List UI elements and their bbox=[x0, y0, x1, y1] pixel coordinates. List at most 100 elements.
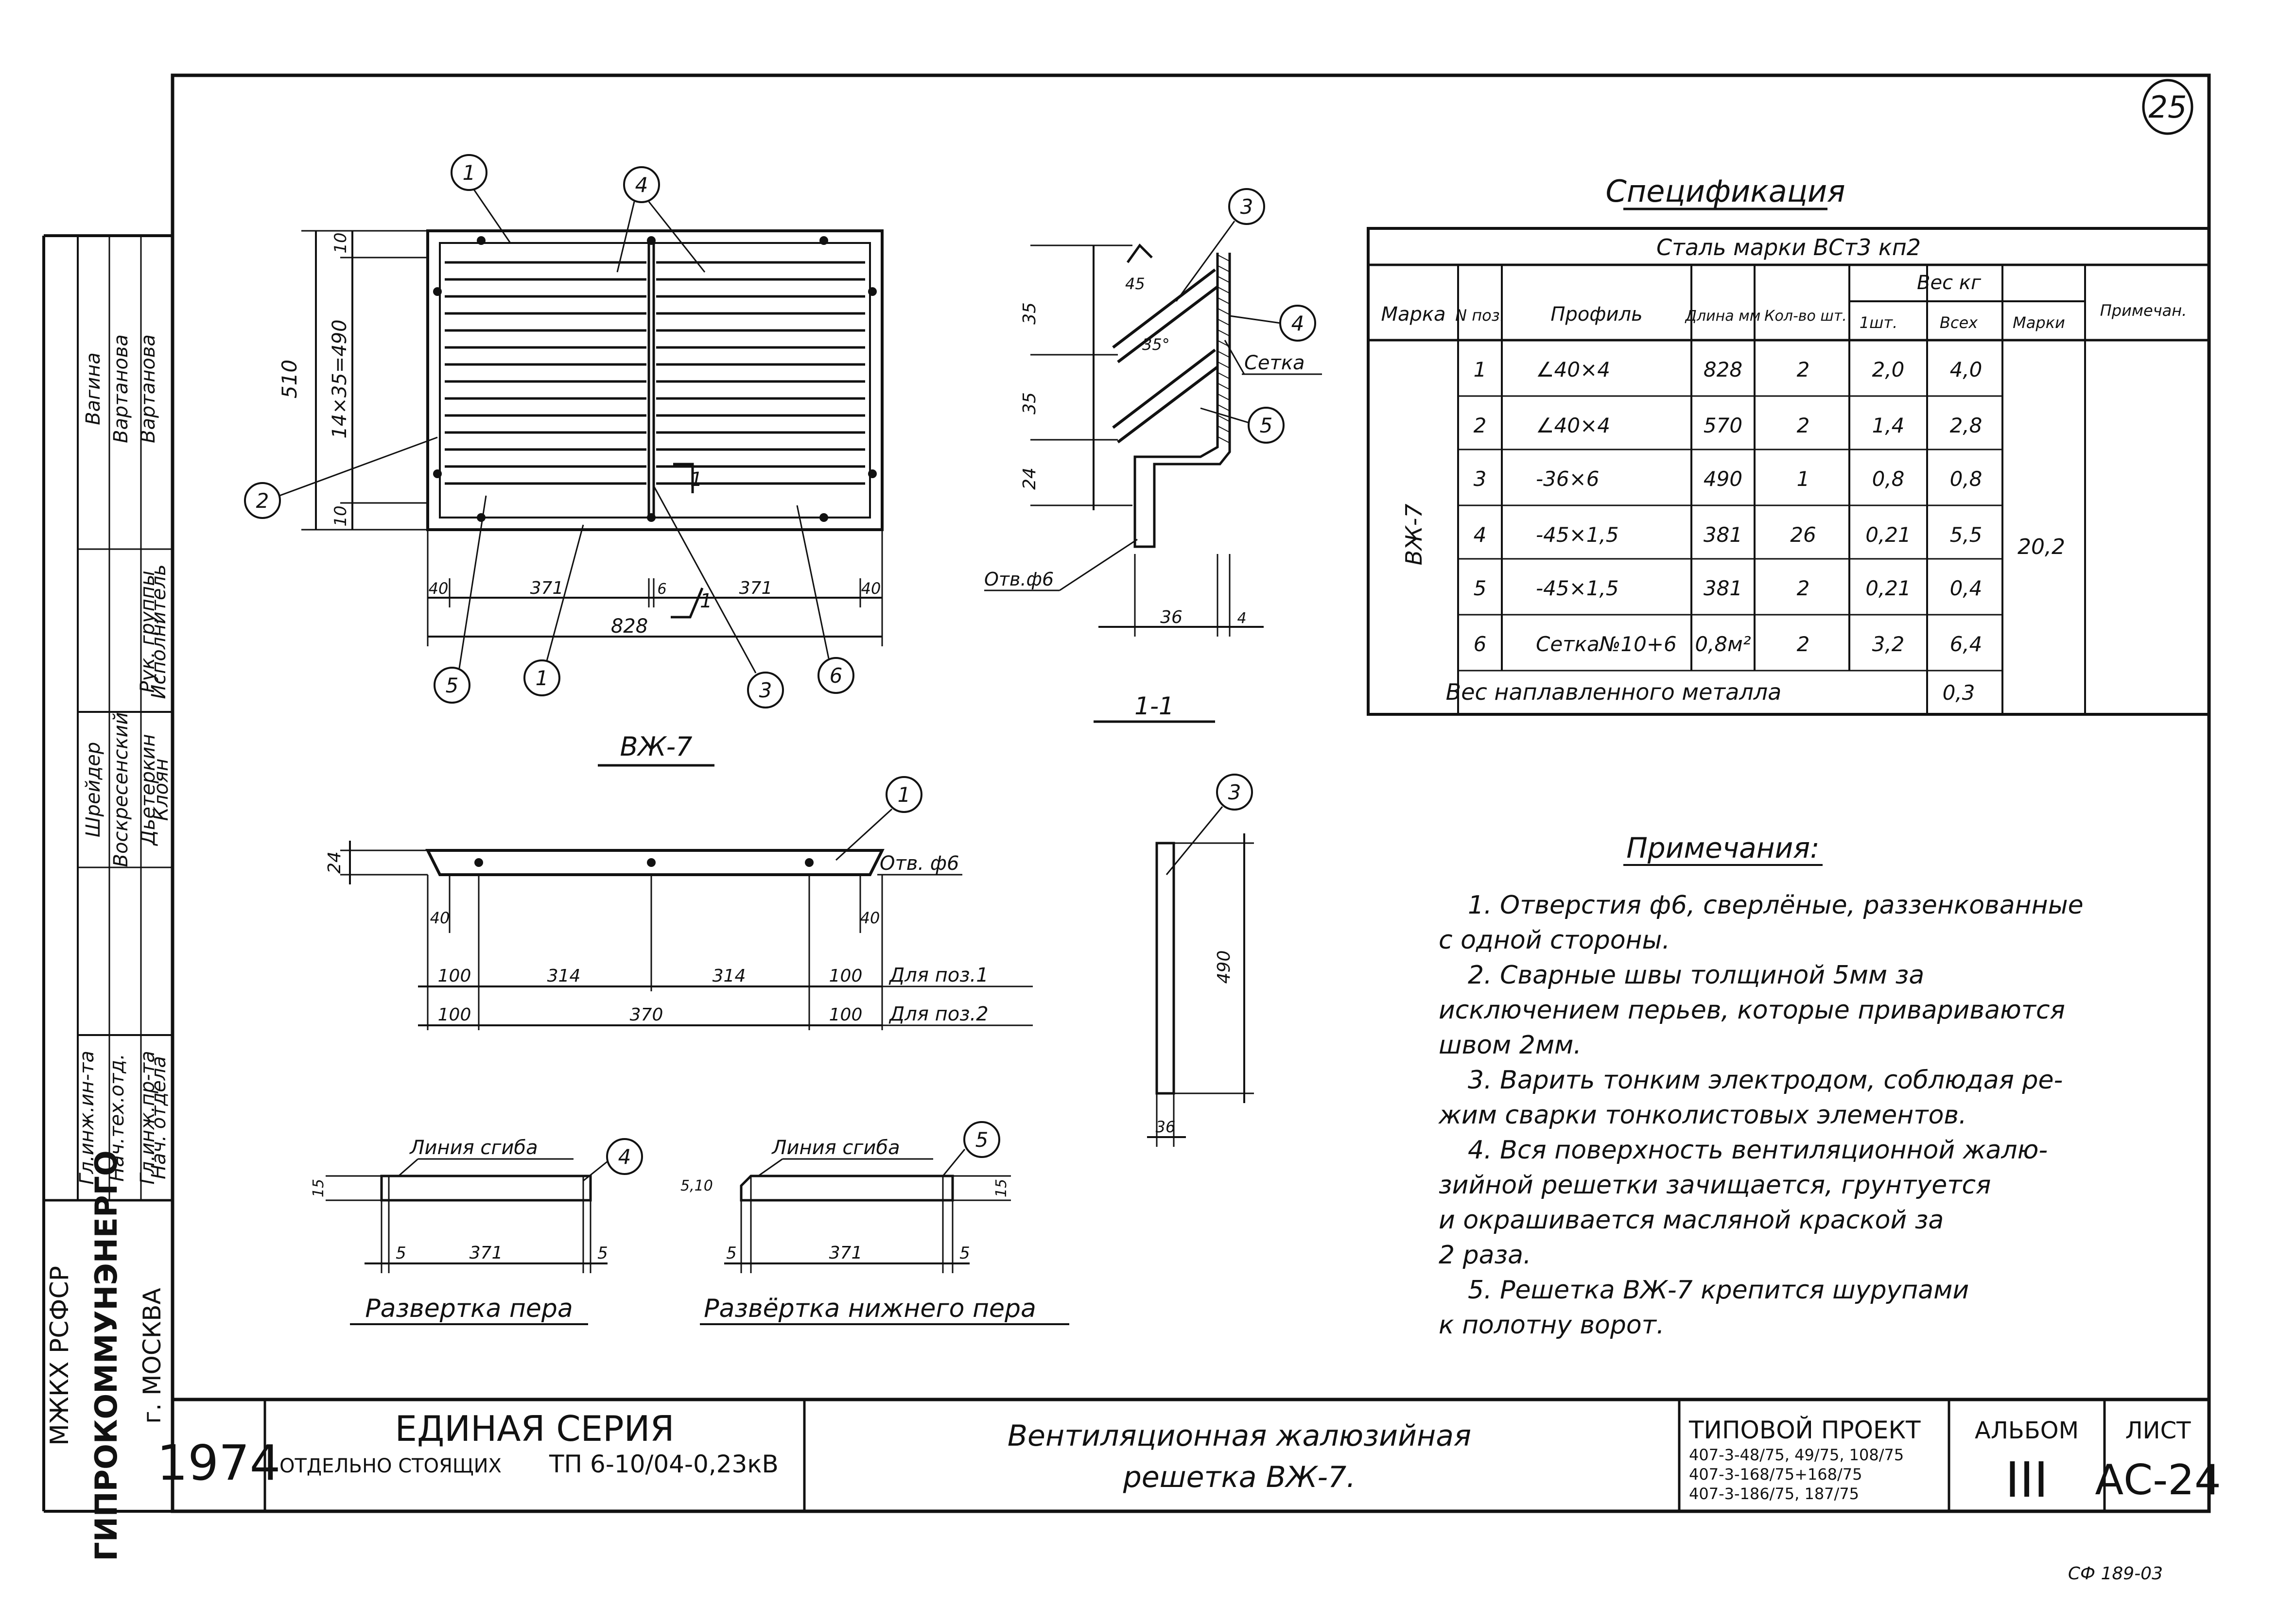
note-line: к полотну ворот. bbox=[1439, 1311, 1665, 1340]
angle-row2-c: 100 bbox=[829, 1005, 863, 1025]
spec-header-marks: Марки bbox=[2013, 313, 2065, 332]
strip-dim-width: 36 bbox=[1156, 1118, 1176, 1136]
mesh-line bbox=[1218, 265, 1230, 272]
notes-lines: 1. Отверстия ф6, сверлёные, раззенкованн… bbox=[1438, 891, 2084, 1340]
spec-cell: 3,2 bbox=[1872, 632, 1905, 656]
unfold2-callout-5: 5 bbox=[942, 1121, 1000, 1176]
stamp-org-2: ГИПРОКОММУНЭНЕРГО bbox=[88, 1150, 124, 1561]
angle-row1-a: 100 bbox=[438, 966, 471, 986]
spec-header-one: 1шт. bbox=[1860, 313, 1897, 332]
strip-callout-3: 3 bbox=[1165, 774, 1253, 875]
angle-hole-label: Отв. ф6 bbox=[880, 852, 959, 875]
angle-row2-label: Для поз.2 bbox=[888, 1003, 989, 1025]
mesh-line bbox=[1218, 372, 1230, 379]
angle-callout-1: 1 bbox=[835, 776, 922, 861]
unfold-1: Линия сгиба 4 15 5 371 5 Развертка пера bbox=[310, 1137, 643, 1325]
angle-inset-right: 40 bbox=[860, 909, 880, 927]
stamp-name: Шрейдер bbox=[82, 742, 104, 837]
callout-1: 1 bbox=[451, 154, 511, 243]
stamp-org-3: г. МОСКВА bbox=[138, 1288, 166, 1423]
svg-text:3: 3 bbox=[759, 678, 772, 702]
spec-steel: Сталь марки ВСт3 кп2 bbox=[1656, 234, 1921, 260]
spec-header-length: Длина мм bbox=[1685, 308, 1761, 325]
section-angle-2: 35° bbox=[1142, 335, 1170, 354]
angle-row1-d: 100 bbox=[829, 966, 863, 986]
mesh-line bbox=[1218, 394, 1230, 400]
spec-cell: 0,8 bbox=[1872, 467, 1905, 491]
title-sheet: ЛИСТ bbox=[2125, 1417, 2192, 1444]
spec-cell: ∠40×4 bbox=[1536, 358, 1610, 381]
main-view: 1 1 510 10 14×35=490 10 40 371 6 371 40 … bbox=[244, 154, 884, 767]
note-line: жим сварки тонколистовых элементов. bbox=[1438, 1101, 1967, 1130]
title-project-1: 407-3-48/75, 49/75, 108/75 bbox=[1689, 1446, 1904, 1464]
unfold2-a: 5 bbox=[726, 1244, 737, 1263]
mesh-line bbox=[1218, 351, 1230, 358]
stamp-name: Вартанова bbox=[110, 334, 132, 443]
unfold2-h2: 15 bbox=[993, 1179, 1010, 1197]
angle-dim-height: 24 bbox=[325, 851, 345, 874]
mesh-line bbox=[1218, 426, 1230, 432]
dim-overall-width: 828 bbox=[611, 615, 648, 638]
spec-header-pos: N поз. bbox=[1455, 306, 1505, 325]
spec-weld-label: Вес наплавленного металла bbox=[1446, 679, 1782, 705]
sheet-number-text: 25 bbox=[2149, 89, 2187, 125]
svg-text:1: 1 bbox=[536, 666, 549, 690]
spec-cell: 2,0 bbox=[1872, 358, 1905, 381]
note-line: 5. Решетка ВЖ-7 крепится шурупами bbox=[1468, 1276, 1969, 1305]
note-line: 2. Сварные швы толщиной 5мм за bbox=[1468, 961, 1924, 990]
note-line: и окрашивается масляной краской за bbox=[1439, 1206, 1944, 1235]
mesh-line bbox=[1218, 319, 1230, 326]
spec-cell: 2 bbox=[1797, 576, 1810, 600]
dim-top: 10 bbox=[331, 232, 350, 253]
unfold-2: Линия сгиба 5 5,10 15 5 371 5 Развёртка … bbox=[680, 1121, 1069, 1325]
document-stamp: СФ 189-03 bbox=[2068, 1564, 2163, 1584]
title-sheet-no: АС-24 bbox=[2095, 1456, 2221, 1504]
unfold1-b: 5 bbox=[597, 1244, 608, 1263]
title-album-no: III bbox=[2005, 1451, 2048, 1508]
note-line: швом 2мм. bbox=[1439, 1031, 1582, 1060]
section-hole-label: Отв.ф6 bbox=[984, 569, 1054, 590]
unfold1-a: 5 bbox=[396, 1244, 406, 1263]
mesh-line bbox=[1218, 415, 1230, 422]
spec-cell: 0,8 bbox=[1950, 467, 1983, 491]
unfold1-label: Развертка пера bbox=[365, 1294, 573, 1323]
stamp-role: Нач. отдела bbox=[148, 1056, 170, 1179]
mesh-line bbox=[1218, 383, 1230, 390]
mesh-pattern bbox=[1218, 255, 1230, 443]
mesh-line bbox=[1218, 436, 1230, 443]
angle-row1-b: 314 bbox=[547, 966, 581, 986]
spec-header-all: Всех bbox=[1940, 313, 1978, 332]
stamp-role: Гл.инж.ин-та bbox=[76, 1051, 98, 1185]
spec-cell: 26 bbox=[1790, 523, 1816, 547]
svg-text:3: 3 bbox=[1240, 195, 1253, 219]
svg-text:1: 1 bbox=[463, 161, 476, 185]
section-callout-4: 4 bbox=[1229, 305, 1316, 342]
spec-mark: ВЖ-7 bbox=[1401, 504, 1427, 566]
angle-row2-a: 100 bbox=[438, 1005, 471, 1025]
spec-cell: 2 bbox=[1797, 358, 1810, 381]
note-line: 4. Вся поверхность вентиляционной жалю- bbox=[1468, 1136, 2048, 1165]
unfold2-label: Развёртка нижнего пера bbox=[704, 1294, 1036, 1323]
grille-slats bbox=[445, 261, 865, 485]
title-name-2: решетка ВЖ-7. bbox=[1123, 1460, 1356, 1494]
callout-1b: 1 bbox=[523, 524, 584, 696]
dim-overall-height: 510 bbox=[278, 360, 301, 398]
mesh-line bbox=[1218, 297, 1230, 304]
note-line: с одной стороны. bbox=[1439, 926, 1670, 955]
spec-cell: 6,4 bbox=[1950, 632, 1983, 656]
mesh-line bbox=[1218, 329, 1230, 336]
title-project-2: 407-3-168/75+168/75 bbox=[1689, 1465, 1862, 1484]
dim-width-2: 371 bbox=[739, 578, 773, 598]
title-album: АЛЬБОМ bbox=[1975, 1417, 2079, 1444]
unfold2-h1: 5,10 bbox=[680, 1177, 713, 1194]
spec-cell: -45×1,5 bbox=[1536, 576, 1619, 600]
stamp-org-1: МЖКХ РСФСР bbox=[45, 1266, 74, 1446]
grille-outline bbox=[426, 229, 884, 531]
spec-cell: ∠40×4 bbox=[1536, 414, 1610, 437]
sheet-number: 25 bbox=[2142, 79, 2193, 135]
unfold1-height: 15 bbox=[310, 1179, 327, 1197]
